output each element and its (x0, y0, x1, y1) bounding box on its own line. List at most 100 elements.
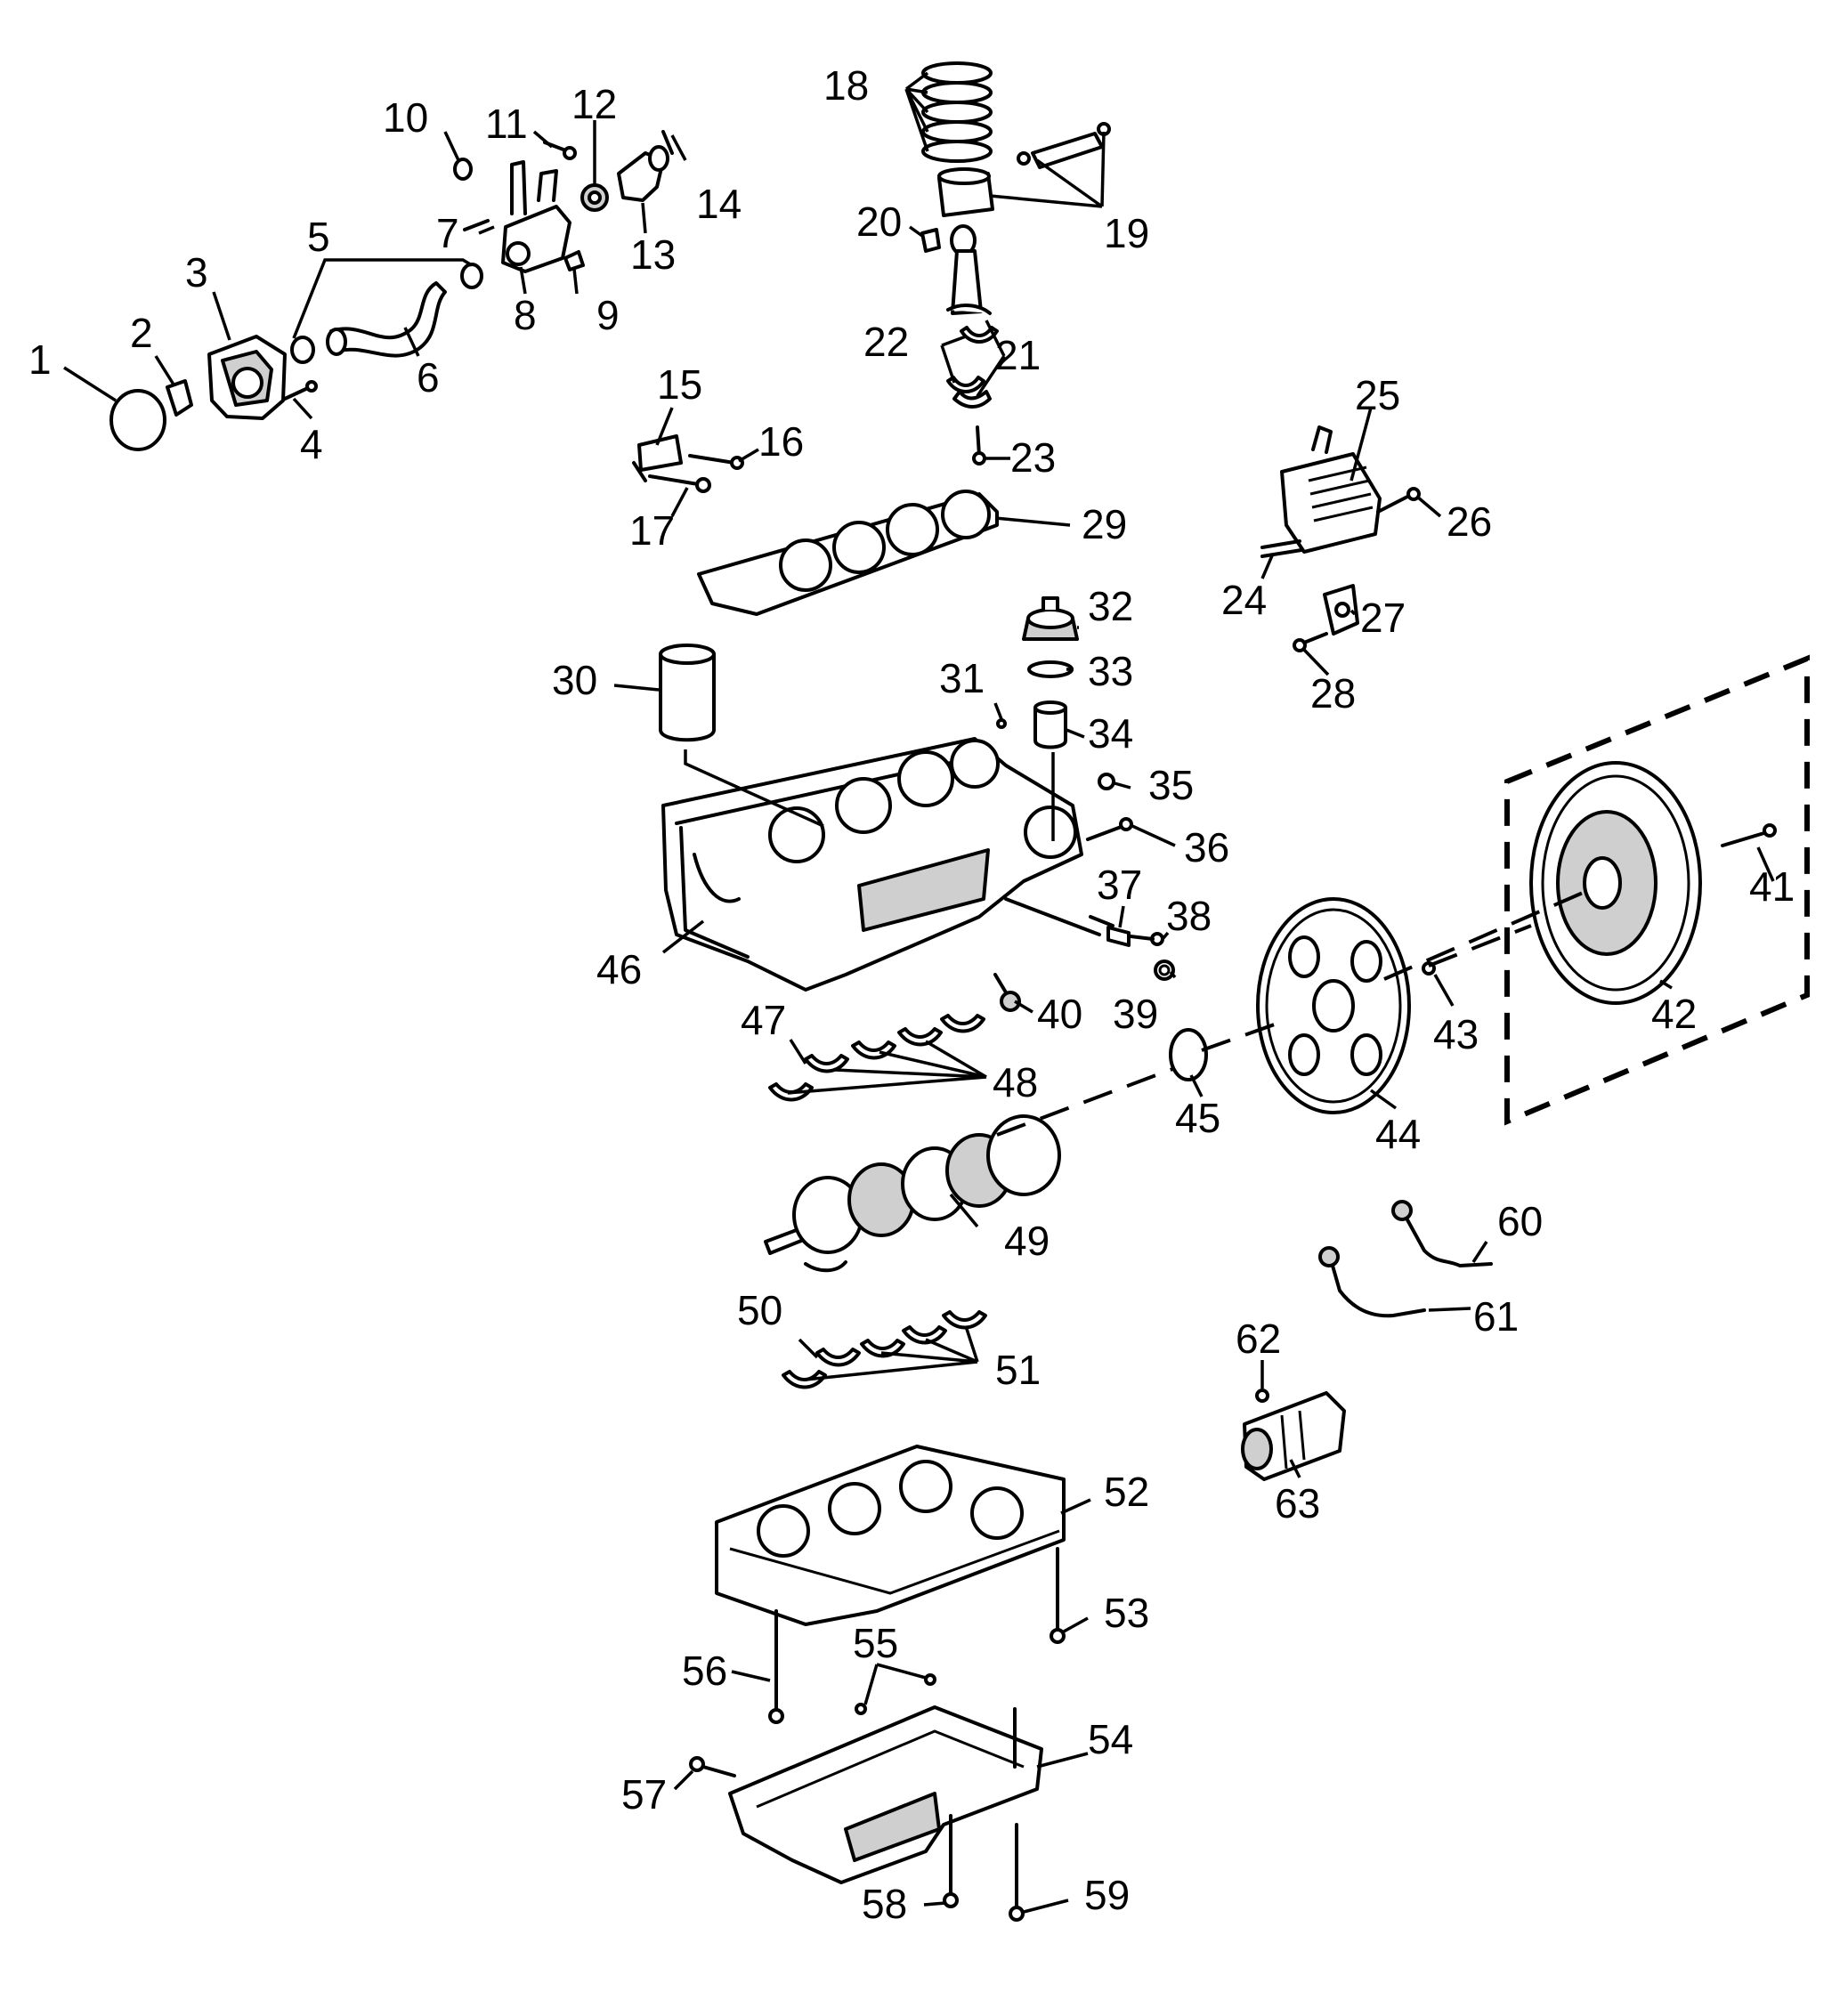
part-19-piston (937, 122, 1111, 217)
callout-42: 42 (1651, 991, 1697, 1037)
part-5-seal-right (460, 263, 483, 289)
part-28-bolt (1293, 632, 1328, 652)
part-1-o-ring (109, 389, 166, 451)
callout-17: 17 (629, 507, 675, 554)
part-55-plugs (855, 1673, 936, 1715)
part-33-o-ring (1027, 660, 1074, 678)
callout-49: 49 (1004, 1218, 1050, 1264)
part-26-bolt (1376, 487, 1421, 514)
callout-11: 11 (485, 101, 528, 147)
callout-16: 16 (758, 418, 804, 465)
callout-60: 60 (1497, 1198, 1543, 1244)
part-17-sensor (648, 474, 711, 493)
part-22-rod-bearings (946, 326, 999, 393)
callout-46: 46 (596, 946, 642, 992)
flywheel-variant-frame (1504, 654, 1810, 1126)
part-37-sensor (1106, 926, 1131, 947)
callout-23: 23 (1010, 434, 1056, 481)
part-12-thermostat (580, 183, 609, 212)
part-62-bolt (1255, 1389, 1269, 1403)
callout-22: 22 (863, 319, 909, 365)
callout-26: 26 (1447, 498, 1492, 545)
callout-15: 15 (657, 361, 702, 408)
callout-9: 9 (596, 292, 620, 338)
part-34-oil-filter (1033, 700, 1067, 749)
callout-55: 55 (853, 1620, 898, 1666)
part-49-crankshaft (764, 1114, 1061, 1273)
part-31-plug (996, 718, 1007, 729)
callout-19: 19 (1104, 210, 1149, 256)
part-46-engine-block (661, 737, 1114, 992)
callout-51: 51 (995, 1347, 1041, 1393)
callout-35: 35 (1148, 762, 1194, 808)
callout-32: 32 (1088, 583, 1133, 629)
callout-25: 25 (1355, 372, 1400, 418)
part-20-bearing (920, 228, 941, 253)
callout-33: 33 (1088, 648, 1133, 694)
callout-4: 4 (300, 421, 323, 467)
callout-37: 37 (1097, 862, 1142, 908)
callout-54: 54 (1088, 1716, 1133, 1762)
part-25-oil-cooler (1280, 425, 1382, 554)
callout-8: 8 (514, 292, 537, 338)
callout-6: 6 (417, 354, 440, 401)
callout-59: 59 (1084, 1872, 1130, 1918)
callout-10: 10 (383, 94, 428, 141)
part-42-flywheel (1529, 761, 1702, 1005)
callout-1: 1 (28, 336, 52, 383)
part-40-drain (993, 973, 1021, 1012)
callout-5: 5 (307, 214, 330, 260)
leader-lines (63, 71, 1775, 1914)
part-44-flexplate (1256, 897, 1411, 1114)
part-45-seal (1169, 1028, 1208, 1081)
part-10-o-ring (453, 158, 473, 181)
callout-58: 58 (862, 1881, 907, 1927)
callout-27: 27 (1360, 595, 1406, 641)
callout-61: 61 (1473, 1293, 1519, 1340)
callout-36: 36 (1184, 824, 1229, 870)
callout-3: 3 (185, 249, 208, 296)
callout-labels: 1 2 3 4 5 6 7 8 9 10 11 12 13 14 15 16 1… (28, 62, 1795, 1927)
part-3-water-pump (207, 335, 287, 420)
part-23-rod-bolt (972, 425, 986, 466)
part-27-bracket (1323, 584, 1359, 636)
part-13-water-outlet (617, 145, 669, 202)
part-50-51-lower-bearings (782, 1310, 987, 1389)
callout-52: 52 (1104, 1469, 1149, 1515)
callout-41: 41 (1749, 863, 1795, 910)
part-39-plug (1154, 960, 1175, 981)
part-61-sensor-harness (1318, 1246, 1426, 1318)
part-29-head-gasket (697, 490, 999, 616)
callout-7: 7 (436, 210, 459, 256)
crank-axis-lines (996, 888, 1590, 1137)
part-14-bolt (661, 130, 674, 155)
callout-39: 39 (1113, 991, 1158, 1037)
callout-43: 43 (1433, 1011, 1479, 1057)
part-2-gasket (166, 379, 193, 417)
part-4-bolt (283, 380, 318, 401)
callout-34: 34 (1088, 710, 1133, 757)
callout-57: 57 (621, 1771, 667, 1818)
callout-63: 63 (1275, 1480, 1320, 1526)
callout-12: 12 (571, 81, 617, 127)
callout-45: 45 (1175, 1095, 1220, 1141)
callout-62: 62 (1236, 1316, 1281, 1362)
callout-20: 20 (856, 198, 902, 245)
part-59-bolt (1009, 1823, 1025, 1922)
part-35-plug (1098, 773, 1115, 790)
callout-13: 13 (630, 231, 676, 278)
part-53-bolt (1050, 1547, 1066, 1644)
part-57-bolt (689, 1756, 736, 1777)
part-41-bolt (1721, 823, 1777, 847)
part-15-bracket (632, 434, 683, 482)
part-36-bolt (1086, 817, 1133, 841)
callout-2: 2 (130, 310, 153, 356)
part-5-seal-left (290, 336, 315, 364)
callout-14: 14 (696, 181, 742, 227)
part-52-bedplate (715, 1445, 1066, 1626)
part-47-48-main-bearings (768, 1014, 985, 1102)
part-38-bolt (1129, 932, 1164, 946)
callout-48: 48 (993, 1059, 1038, 1105)
